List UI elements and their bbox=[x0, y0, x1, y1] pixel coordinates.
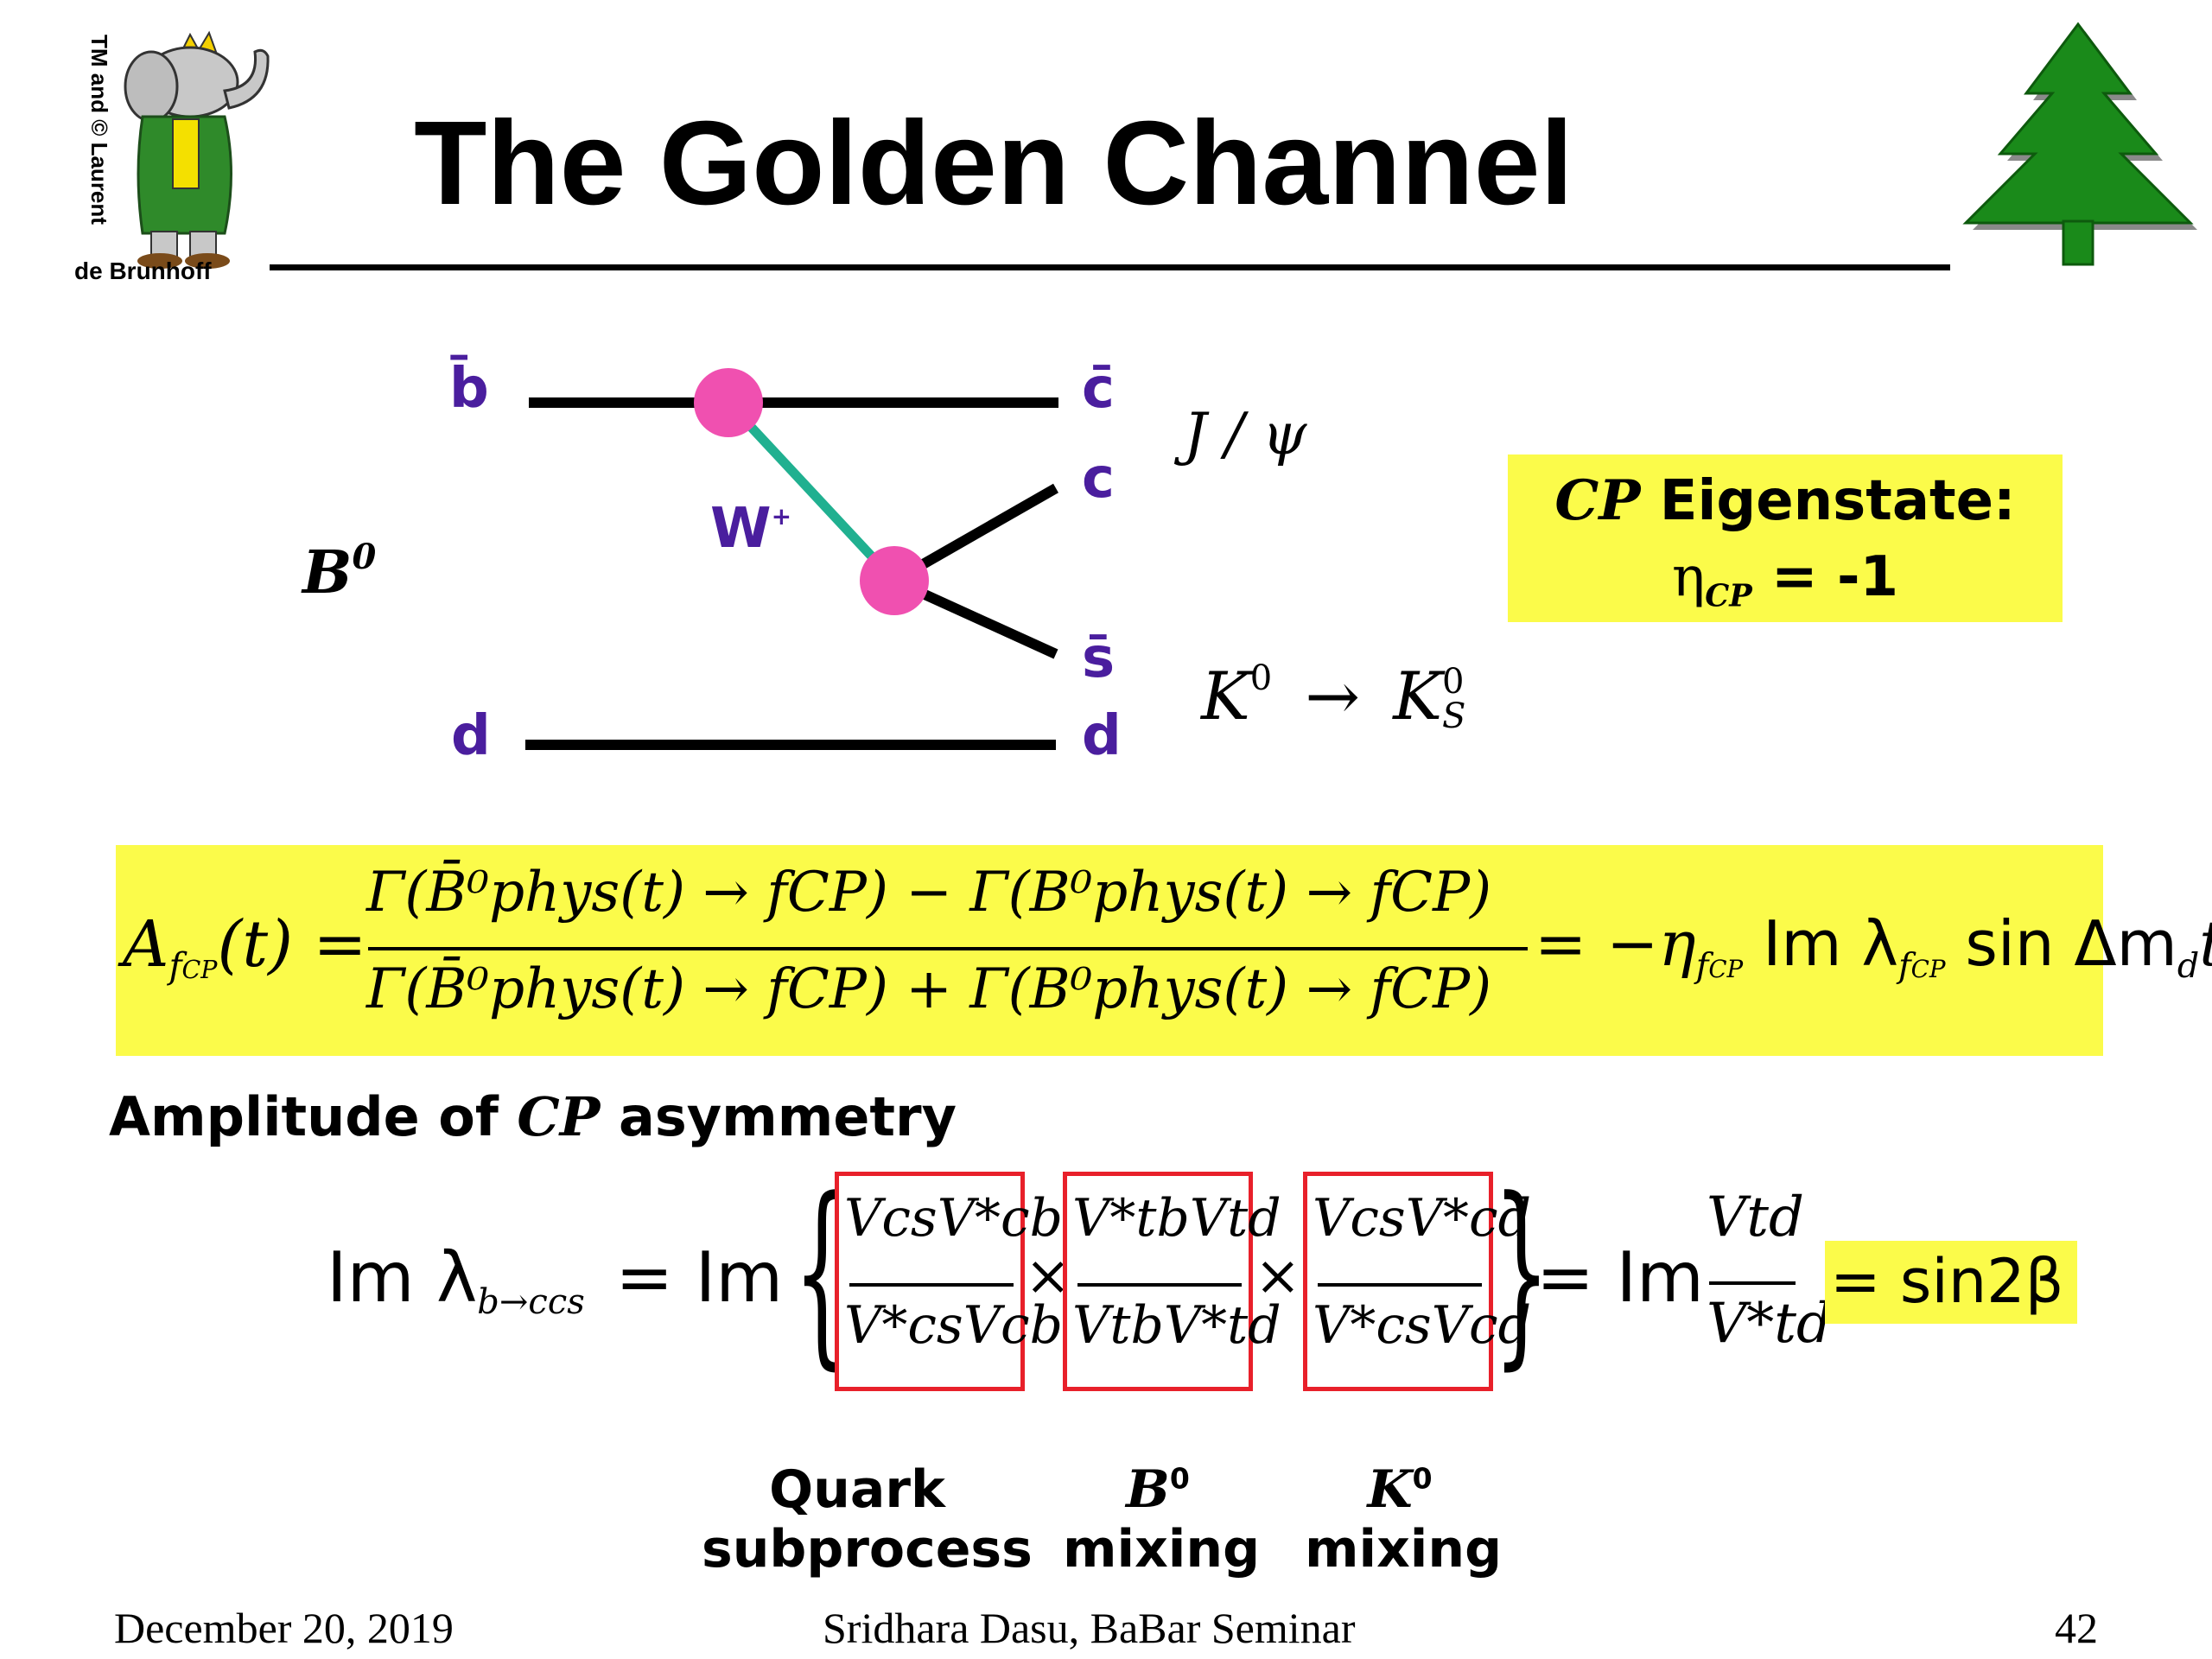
jpsi-label: J / ψ bbox=[1184, 401, 1307, 467]
w-boson-label: W+ bbox=[710, 497, 792, 561]
logo bbox=[52, 17, 276, 294]
sin2beta-text: = sin2β bbox=[1830, 1246, 2064, 1317]
box1-numerator: VcsV*cb bbox=[844, 1188, 1064, 1249]
left-brace: { bbox=[793, 1157, 850, 1388]
caption-k-mixing: K0 mixing bbox=[1305, 1459, 1503, 1580]
box3-numerator: VcsV*cd bbox=[1313, 1188, 1532, 1249]
asym-denominator: Γ(B̄⁰phys(t) → fCP) + Γ(B⁰phys(t) → fCP) bbox=[366, 957, 1492, 1021]
caption-quark-subprocess: Quark subprocess bbox=[702, 1459, 1033, 1580]
box1-bar bbox=[849, 1283, 1014, 1287]
tree-icon bbox=[1948, 16, 2208, 275]
eigenstate-line2: ηCP = -1 bbox=[1671, 545, 1899, 614]
box2-bar bbox=[1077, 1283, 1242, 1287]
asym-fraction-bar bbox=[368, 947, 1528, 950]
amplitude-label: Amplitude of CP asymmetry bbox=[109, 1085, 957, 1148]
elephant-logo-icon bbox=[124, 30, 270, 269]
asym-lhs: AfCP(t) = bbox=[123, 907, 367, 988]
quark-d-right: d bbox=[1082, 704, 1122, 768]
footer-page-number: 42 bbox=[2055, 1604, 2098, 1652]
asym-numerator: Γ(B̄⁰phys(t) → fCP) − Γ(B⁰phys(t) → fCP) bbox=[366, 861, 1492, 925]
box2-denominator: VtbV*td bbox=[1072, 1295, 1281, 1356]
quark-c: c bbox=[1082, 447, 1115, 511]
w-boson-line bbox=[724, 399, 899, 584]
right-brace: } bbox=[1493, 1157, 1550, 1388]
vtd-denominator: V*td bbox=[1707, 1292, 1832, 1356]
title-divider bbox=[270, 264, 1950, 270]
footer-date: December 20, 2019 bbox=[114, 1604, 454, 1652]
lambda-lhs: Im λb→ccs = Im bbox=[327, 1237, 784, 1322]
box3-denominator: V*csVcd bbox=[1313, 1295, 1532, 1356]
eigenstate-line1: CP Eigenstate: bbox=[1554, 468, 2016, 533]
logo-credit-text: de Brunhoff bbox=[74, 257, 212, 284]
box2-numerator: V*tbVtd bbox=[1072, 1188, 1281, 1249]
asymmetry-equation-box: AfCP(t) = Γ(B̄⁰phys(t) → fCP) − Γ(B⁰phys… bbox=[116, 845, 2212, 1056]
footer-presenter: Sridhara Dasu, BaBar Seminar bbox=[823, 1604, 1356, 1652]
quark-d-left: d bbox=[451, 704, 491, 768]
times-2: × bbox=[1255, 1244, 1301, 1308]
vtd-numerator: Vtd bbox=[1707, 1185, 1804, 1249]
lower-vertex bbox=[860, 546, 929, 615]
upper-vertex bbox=[694, 368, 763, 437]
box3-bar bbox=[1318, 1283, 1482, 1287]
quark-s-bar: s̄ bbox=[1082, 626, 1116, 690]
slide-title: The Golden Channel bbox=[414, 97, 1573, 230]
quark-subprocess-box: VcsV*cb V*csVcb bbox=[835, 1172, 1063, 1391]
box1-denominator: V*csVcb bbox=[844, 1295, 1064, 1356]
sin2beta-box: = sin2β bbox=[1825, 1241, 2077, 1324]
caption-b-mixing: B0 mixing bbox=[1063, 1459, 1261, 1580]
asym-rhs: = −ηfCP Im λfCP sin Δmdt bbox=[1535, 907, 2212, 986]
quark-c-bar: c̄ bbox=[1082, 357, 1115, 421]
lambda-eq-im: = Im bbox=[1536, 1237, 1704, 1318]
vtd-bar bbox=[1709, 1281, 1796, 1285]
cp-eigenstate-box: CP Eigenstate: ηCP = -1 bbox=[1508, 454, 2063, 622]
b-mixing-box: V*tbVtd VtbV*td bbox=[1063, 1172, 1281, 1391]
k-mixing-box: VcsV*cd V*csVcd bbox=[1303, 1172, 1531, 1391]
b-meson-label: B0 bbox=[302, 537, 377, 607]
quark-b-bar: b̄ bbox=[449, 357, 489, 421]
